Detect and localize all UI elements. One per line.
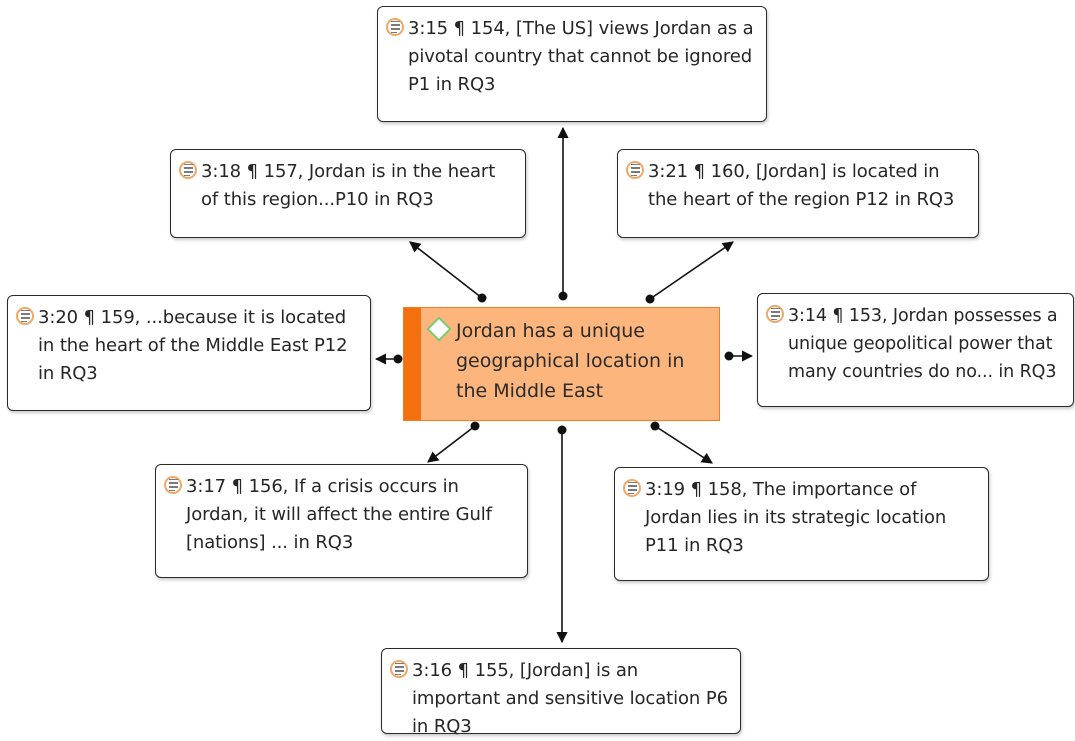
quotation-node-3-21[interactable]: 3:21 ¶ 160, [Jordan] is located in the h… [617, 149, 979, 238]
quotation-icon [164, 476, 182, 494]
link-to-3-20[interactable] [374, 353, 403, 365]
quotation-icon [386, 18, 404, 36]
code-node[interactable]: Jordan has a unique geographical locatio… [403, 307, 720, 421]
link-line[interactable] [654, 425, 713, 464]
quotation-label: 3:20 ¶ 159, ...because it is located in … [38, 307, 348, 384]
quotation-node-3-20[interactable]: 3:20 ¶ 159, ...because it is located in … [7, 295, 371, 411]
quotation-label: 3:18 ¶ 157, Jordan is in the heart of th… [201, 161, 496, 210]
quotation-label: 3:16 ¶ 155, [Jordan] is an important and… [412, 660, 728, 737]
link-start-dot [558, 291, 568, 301]
quotation-label: 3:19 ¶ 158, The importance of Jordan lie… [645, 479, 947, 556]
code-label: Jordan has a unique geographical locatio… [456, 320, 685, 402]
link-start-dot [645, 294, 655, 304]
quotation-node-3-17[interactable]: 3:17 ¶ 156, If a crisis occurs in Jordan… [155, 464, 528, 578]
code-diamond-icon [426, 316, 452, 342]
link-to-3-16[interactable] [556, 425, 568, 644]
link-to-3-14[interactable] [724, 350, 754, 362]
quotation-label: 3:21 ¶ 160, [Jordan] is located in the h… [648, 161, 955, 210]
link-start-dot [393, 354, 403, 364]
quotation-node-3-14[interactable]: 3:14 ¶ 153, Jordan possesses a unique ge… [757, 293, 1074, 407]
quotation-icon [626, 161, 644, 179]
link-start-dot [477, 293, 487, 303]
link-to-3-18[interactable] [409, 241, 487, 303]
link-to-3-15[interactable] [557, 126, 569, 301]
quotation-label: 3:14 ¶ 153, Jordan possesses a unique ge… [788, 306, 1058, 382]
link-to-3-19[interactable] [650, 421, 713, 464]
quotation-icon [179, 161, 197, 179]
quotation-icon [623, 479, 641, 497]
quotation-icon [16, 307, 34, 325]
quotation-label: 3:15 ¶ 154, [The US] views Jordan as a p… [408, 18, 754, 95]
code-color-stripe [404, 308, 421, 420]
link-start-dot [557, 425, 567, 435]
quotation-icon [390, 660, 408, 678]
quotation-node-3-15[interactable]: 3:15 ¶ 154, [The US] views Jordan as a p… [377, 6, 767, 122]
quotation-label: 3:17 ¶ 156, If a crisis occurs in Jordan… [186, 476, 492, 553]
link-to-3-17[interactable] [427, 421, 480, 463]
link-start-dot [724, 351, 734, 361]
quotation-node-3-16[interactable]: 3:16 ¶ 155, [Jordan] is an important and… [381, 648, 741, 737]
link-line[interactable] [649, 241, 734, 300]
quotation-icon [766, 305, 784, 323]
link-line[interactable] [427, 425, 476, 463]
quotation-node-3-19[interactable]: 3:19 ¶ 158, The importance of Jordan lie… [614, 467, 989, 581]
link-line[interactable] [409, 241, 483, 299]
link-to-3-21[interactable] [645, 241, 734, 304]
link-start-dot [470, 421, 480, 431]
quotation-node-3-18[interactable]: 3:18 ¶ 157, Jordan is in the heart of th… [170, 149, 526, 238]
link-start-dot [650, 421, 660, 431]
